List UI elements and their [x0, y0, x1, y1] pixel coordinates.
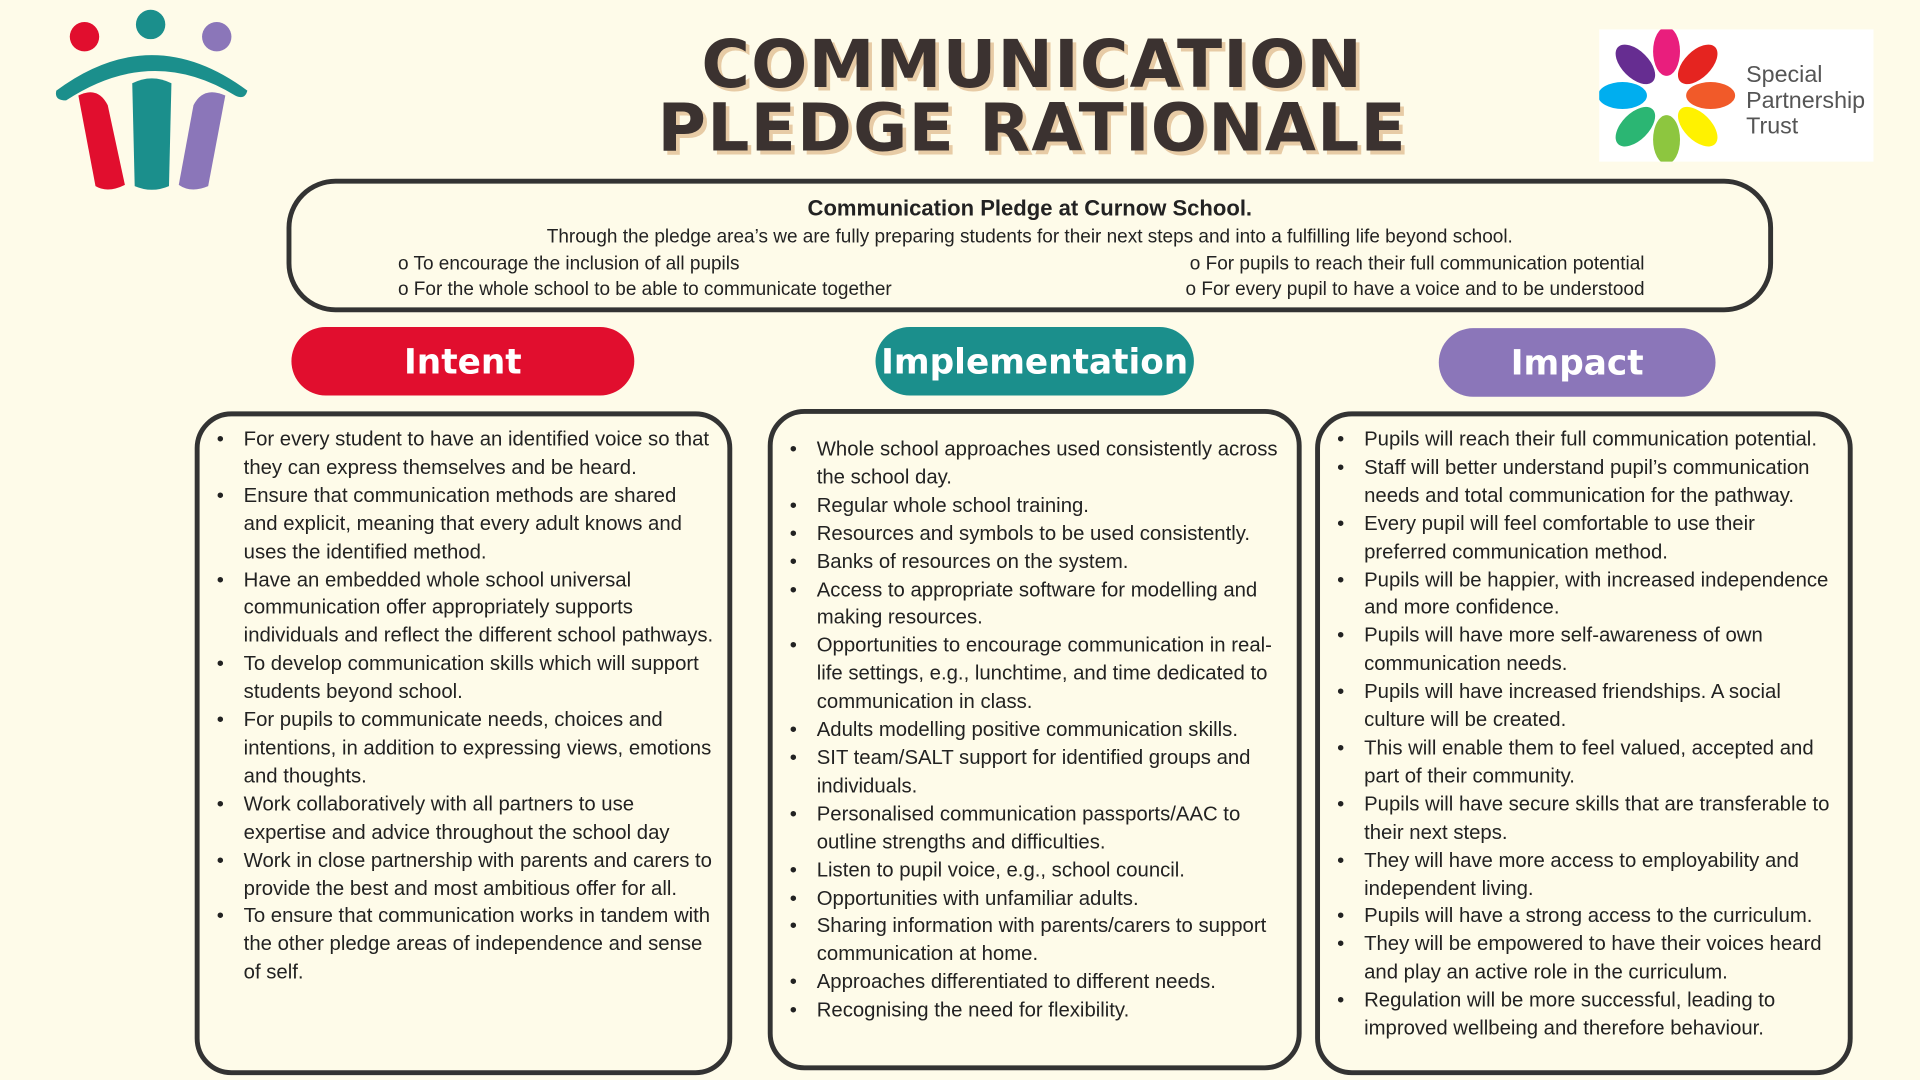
list-item: Work collaboratively with all partners t… — [217, 791, 715, 847]
list-item: Every pupil will feel comfortable to use… — [1337, 510, 1843, 566]
list-item: Staff will better understand pupil’s com… — [1337, 454, 1843, 510]
list-item: Regulation will be more successful, lead… — [1337, 987, 1843, 1043]
list-item: Sharing information with parents/carers … — [790, 913, 1284, 969]
flower-logo-icon — [1599, 29, 1736, 162]
list-item: To ensure that communication works in ta… — [217, 903, 715, 987]
list-item: Access to appropriate software for model… — [790, 576, 1284, 632]
impact-heading: Impact — [1438, 328, 1716, 397]
list-item: For every student to have an identified … — [217, 426, 715, 482]
list-item: Opportunities with unfamiliar adults. — [790, 885, 1284, 913]
list-item: Pupils will reach their full communicati… — [1337, 426, 1843, 454]
list-item: Have an embedded whole school universal … — [217, 566, 715, 650]
list-item: Approaches differentiated to different n… — [790, 969, 1284, 997]
impact-column: Pupils will reach their full communicati… — [1315, 411, 1853, 1076]
trust-logo: Special Partnership Trust — [1599, 29, 1874, 162]
trust-name-2: Partnership — [1746, 88, 1866, 114]
implementation-column: Whole school approaches used consistentl… — [767, 408, 1302, 1071]
intent-heading: Intent — [291, 326, 635, 396]
intro-point: o To encourage the inclusion of all pupi… — [397, 253, 740, 275]
list-item: Recognising the need for flexibility. — [790, 997, 1284, 1025]
list-item: They will have more access to employabil… — [1337, 847, 1843, 903]
intent-column: For every student to have an identified … — [194, 411, 733, 1076]
list-item: Pupils will have increased friendships. … — [1337, 679, 1843, 735]
implementation-heading: Implementation — [875, 326, 1194, 396]
list-item: Pupils will have a strong access to the … — [1337, 903, 1843, 931]
intro-point: o For every pupil to have a voice and to… — [1185, 279, 1645, 301]
school-logo-icon — [55, 9, 248, 190]
list-item: Personalised communication passports/AAC… — [790, 801, 1284, 857]
list-item: Adults modelling positive communication … — [790, 716, 1284, 744]
intro-subtitle: Through the pledge area’s we are fully p… — [546, 226, 1513, 248]
list-item: Pupils will be happier, with increased i… — [1337, 566, 1843, 622]
title-line-2: PLEDGE RATIONALE — [657, 89, 1407, 167]
trust-name-1: Special — [1746, 62, 1823, 89]
trust-name-3: Trust — [1746, 113, 1799, 140]
intro-point: o For the whole school to be able to com… — [397, 279, 892, 301]
list-item: This will enable them to feel valued, ac… — [1337, 735, 1843, 791]
intro-point: o For pupils to reach their full communi… — [1189, 253, 1645, 275]
list-item: They will be empowered to have their voi… — [1337, 931, 1843, 987]
intent-list: For every student to have an identified … — [212, 426, 715, 987]
list-item: For pupils to communicate needs, choices… — [217, 707, 715, 791]
title-line-1: COMMUNICATION — [701, 25, 1364, 103]
list-item: SIT team/SALT support for identified gro… — [790, 744, 1284, 800]
list-item: Regular whole school training. — [790, 492, 1284, 520]
implementation-list: Whole school approaches used consistentl… — [785, 436, 1285, 1025]
list-item: Work in close partnership with parents a… — [217, 847, 715, 903]
list-item: Opportunities to encourage communication… — [790, 632, 1284, 716]
impact-list: Pupils will reach their full communicati… — [1332, 426, 1843, 1043]
list-item: Pupils will have more self-awareness of … — [1337, 622, 1843, 678]
list-item: Pupils will have secure skills that are … — [1337, 791, 1843, 847]
list-item: Listen to pupil voice, e.g., school coun… — [790, 857, 1284, 885]
list-item: Whole school approaches used consistentl… — [790, 436, 1284, 492]
list-item: Banks of resources on the system. — [790, 548, 1284, 576]
list-item: To develop communication skills which wi… — [217, 651, 715, 707]
list-item: Resources and symbols to be used consist… — [790, 520, 1284, 548]
intro-heading: Communication Pledge at Curnow School. — [807, 195, 1253, 221]
list-item: Ensure that communication methods are sh… — [217, 482, 715, 566]
intro-box: Communication Pledge at Curnow School. T… — [286, 178, 1774, 313]
